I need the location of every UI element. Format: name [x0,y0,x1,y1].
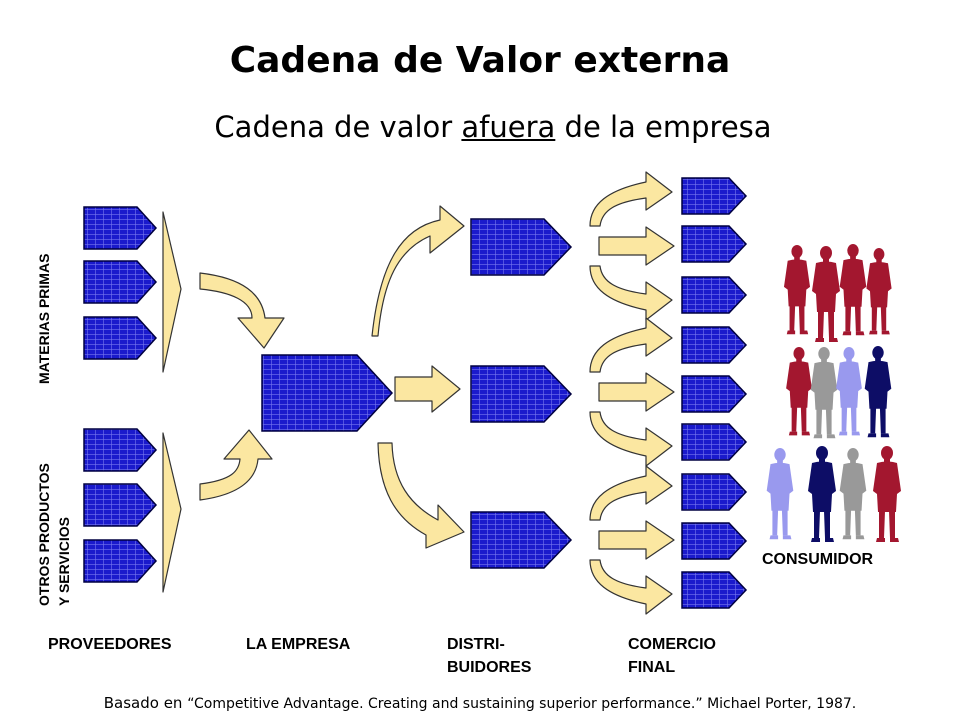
consumer-person-11 [839,448,867,540]
subtitle-start: Cadena de valor [214,110,462,144]
collector-triangle-raw [162,211,182,373]
consumer-person-2 [812,246,840,342]
consumidor-label: CONSUMIDOR [762,551,874,568]
otros-productos-label-line1: OTROS PRODUCTOS [36,463,52,606]
otros-productos-label-line2: Y SERVICIOS [56,517,72,606]
consumer-person-12 [873,446,901,542]
curved-arrow-to-distributor-bottom [377,442,465,549]
la-empresa-label: LA EMPRESA [246,636,351,653]
fan-arrow-down-3 [589,559,673,615]
curved-arrow-into-company-bottom [199,429,273,501]
straight-arrow-to-distributor [394,365,461,413]
fan-arrow-up-1 [589,171,673,227]
materias-primas-label: MATERIAS PRIMAS [36,253,52,384]
consumer-person-1 [783,245,811,335]
collector-triangle-other [162,432,182,593]
page-subtitle: Cadena de valor afuera de la empresa [0,110,960,144]
consumer-person-10 [808,446,836,542]
consumer-person-9 [766,448,794,540]
fan-arrow-down-1 [589,265,673,321]
consumer-person-5 [786,347,812,436]
page-title: Cadena de Valor externa [229,40,731,81]
subtitle-end: de la empresa [555,110,772,144]
curved-arrow-into-company-top [199,272,285,349]
footer-citation-text: “Competitive Advantage. Creating and sus… [187,696,857,712]
footer-citation: Basado en “Competitive Advantage. Creati… [0,694,960,712]
fan-arrow-straight-2 [598,372,675,412]
comercio-final-label-line1: COMERCIO [628,636,716,653]
distribuidores-label-line1: DISTRI- [447,636,505,653]
distribuidores-label-line2: BUIDORES [447,659,532,676]
consumer-person-7 [836,347,862,436]
footer-prefix: Basado en [103,694,188,712]
comercio-final-label-line2: FINAL [628,659,676,676]
consumer-person-4 [866,248,892,335]
fan-arrow-straight-1 [598,226,675,266]
consumer-person-8 [864,346,892,438]
fan-arrow-down-2 [589,411,673,467]
fan-arrow-up-2 [589,317,673,373]
subtitle-underlined-word: afuera [461,110,556,144]
consumer-person-6 [810,347,838,439]
curved-arrow-to-distributor-top [371,205,465,337]
proveedores-label: PROVEEDORES [48,636,172,653]
fan-arrow-up-3 [589,465,673,521]
fan-arrow-straight-3 [598,520,675,560]
consumer-person-3 [839,244,867,336]
